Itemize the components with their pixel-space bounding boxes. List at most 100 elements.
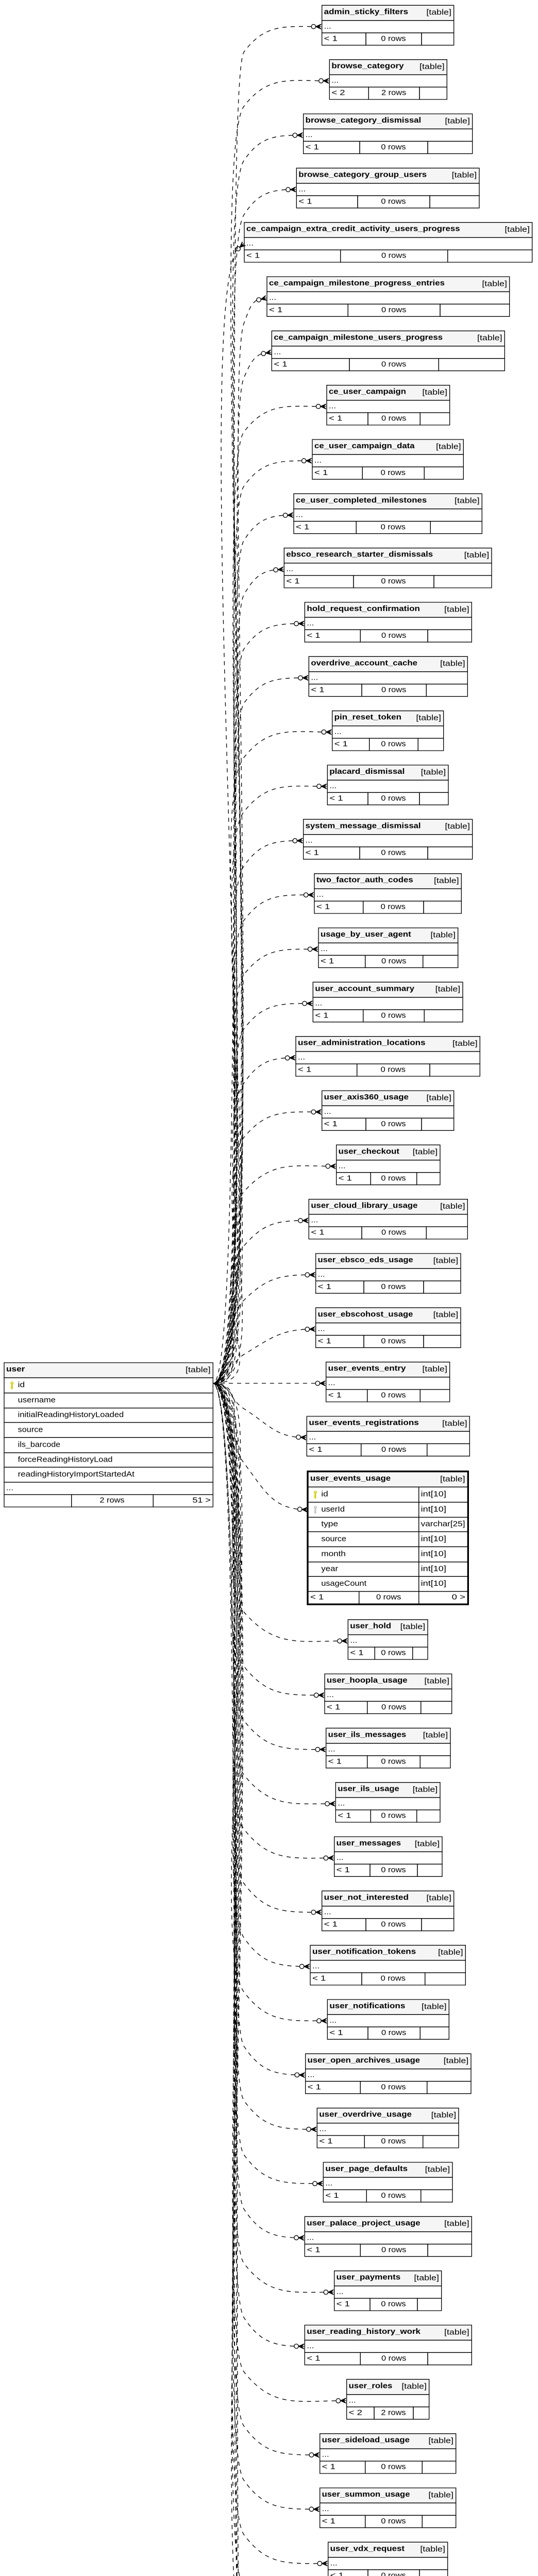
svg-text:< 2: < 2 bbox=[331, 89, 345, 97]
svg-text:[table]: [table] bbox=[428, 2491, 453, 2499]
svg-text:[table]: [table] bbox=[452, 172, 477, 180]
svg-text:[table]: [table] bbox=[444, 2057, 469, 2065]
svg-text:< 1: < 1 bbox=[315, 1011, 328, 1020]
svg-text:0 rows: 0 rows bbox=[381, 1174, 406, 1182]
svg-text:source: source bbox=[18, 1426, 43, 1434]
svg-text:0 rows: 0 rows bbox=[381, 2463, 406, 2471]
svg-text:user_account_summary: user_account_summary bbox=[315, 985, 415, 993]
svg-text:< 1: < 1 bbox=[307, 2354, 320, 2363]
svg-text:[table]: [table] bbox=[426, 1894, 451, 1903]
svg-text:2 rows: 2 rows bbox=[99, 1497, 124, 1505]
svg-text:0 rows: 0 rows bbox=[381, 1120, 406, 1128]
svg-text:[table]: [table] bbox=[421, 768, 446, 776]
svg-text:...: ... bbox=[286, 565, 293, 573]
svg-text:[table]: [table] bbox=[455, 497, 480, 505]
svg-text:< 1: < 1 bbox=[328, 1757, 342, 1766]
svg-text:0 rows: 0 rows bbox=[381, 686, 406, 694]
svg-text:...: ... bbox=[322, 2505, 329, 2513]
svg-text:0 rows: 0 rows bbox=[381, 957, 406, 965]
svg-text:< 1: < 1 bbox=[350, 1649, 363, 1657]
svg-text:0 rows: 0 rows bbox=[381, 2192, 406, 2200]
svg-text:[table]: [table] bbox=[438, 1948, 463, 1957]
svg-text:user_ils_messages: user_ils_messages bbox=[328, 1731, 407, 1739]
svg-text:< 1: < 1 bbox=[314, 469, 328, 477]
svg-text:user_sideload_usage: user_sideload_usage bbox=[322, 2436, 410, 2445]
svg-text:...: ... bbox=[312, 1962, 320, 1971]
svg-text:...: ... bbox=[306, 836, 313, 844]
svg-text:year: year bbox=[321, 1565, 338, 1573]
svg-text:< 1: < 1 bbox=[322, 2463, 335, 2471]
svg-text:[table]: [table] bbox=[400, 1623, 426, 1631]
svg-text:...: ... bbox=[307, 2233, 314, 2242]
svg-text:[table]: [table] bbox=[482, 280, 507, 288]
svg-text:< 1: < 1 bbox=[298, 197, 312, 206]
svg-text:< 1: < 1 bbox=[316, 903, 330, 911]
svg-text:[table]: [table] bbox=[477, 334, 502, 343]
svg-text:[table]: [table] bbox=[422, 1365, 447, 1374]
svg-text:user_page_defaults: user_page_defaults bbox=[325, 2165, 408, 2173]
svg-text:...: ... bbox=[338, 1800, 345, 1808]
svg-text:overdrive_account_cache: overdrive_account_cache bbox=[311, 659, 417, 667]
svg-text:...: ... bbox=[329, 782, 337, 790]
svg-text:user_messages: user_messages bbox=[337, 1839, 401, 1848]
svg-text:...: ... bbox=[328, 1379, 335, 1387]
svg-text:ce_user_campaign: ce_user_campaign bbox=[329, 388, 406, 396]
svg-text:< 1: < 1 bbox=[328, 1392, 342, 1400]
svg-text:user_vdx_request: user_vdx_request bbox=[330, 2545, 405, 2553]
svg-text:user_cloud_library_usage: user_cloud_library_usage bbox=[311, 1202, 417, 1210]
svg-text:< 1: < 1 bbox=[330, 2571, 344, 2576]
svg-text:readingHistoryImportStartedAt: readingHistoryImportStartedAt bbox=[18, 1470, 134, 1479]
svg-text:0 rows: 0 rows bbox=[381, 1337, 406, 1345]
svg-text:< 1: < 1 bbox=[339, 1174, 352, 1182]
svg-text:0 rows: 0 rows bbox=[381, 306, 406, 314]
svg-text:[table]: [table] bbox=[445, 823, 470, 831]
svg-text:...: ... bbox=[337, 1854, 344, 1862]
svg-text:[table]: [table] bbox=[428, 2437, 453, 2445]
svg-text:type: type bbox=[321, 1520, 338, 1529]
svg-text:< 1: < 1 bbox=[337, 1866, 350, 1874]
svg-text:[table]: [table] bbox=[505, 226, 530, 234]
svg-text:< 1: < 1 bbox=[338, 1812, 351, 1820]
svg-text:...: ... bbox=[321, 945, 328, 953]
svg-text:ce_campaign_milestone_progress: ce_campaign_milestone_progress_entries bbox=[269, 279, 445, 287]
svg-text:< 1: < 1 bbox=[298, 1066, 311, 1074]
svg-text:[table]: [table] bbox=[415, 1840, 440, 1848]
svg-text:< 1: < 1 bbox=[306, 143, 319, 151]
svg-text:0 rows: 0 rows bbox=[381, 578, 406, 586]
svg-text:< 1: < 1 bbox=[319, 2138, 332, 2146]
svg-text:< 1: < 1 bbox=[312, 1975, 326, 1983]
svg-text:...: ... bbox=[329, 402, 336, 411]
svg-text:2 rows: 2 rows bbox=[381, 89, 406, 97]
svg-text:0 rows: 0 rows bbox=[381, 2029, 406, 2037]
svg-text:usage_by_user_agent: usage_by_user_agent bbox=[321, 930, 411, 939]
svg-text:< 1: < 1 bbox=[327, 1703, 340, 1711]
svg-text:< 1: < 1 bbox=[324, 1120, 338, 1128]
svg-text:[table]: [table] bbox=[436, 443, 461, 451]
svg-text:< 1: < 1 bbox=[321, 957, 334, 965]
svg-text:0 rows: 0 rows bbox=[381, 2300, 406, 2309]
svg-text:int[10]: int[10] bbox=[421, 1565, 446, 1573]
svg-text:0 rows: 0 rows bbox=[381, 1229, 406, 1237]
svg-text:< 2: < 2 bbox=[349, 2409, 362, 2417]
svg-text:...: ... bbox=[307, 2342, 314, 2350]
svg-text:0 rows: 0 rows bbox=[381, 2517, 406, 2526]
svg-text:...: ... bbox=[296, 511, 303, 519]
svg-text:username: username bbox=[18, 1396, 56, 1404]
svg-text:[table]: [table] bbox=[420, 2546, 445, 2554]
svg-text:user_events_registrations: user_events_registrations bbox=[309, 1419, 419, 1427]
svg-text:user_ebsco_eds_usage: user_ebsco_eds_usage bbox=[318, 1256, 413, 1264]
svg-text:0 rows: 0 rows bbox=[381, 1866, 406, 1874]
svg-text:< 1: < 1 bbox=[308, 2083, 321, 2091]
svg-text:< 1: < 1 bbox=[269, 306, 282, 314]
svg-text:user_ebscohost_usage: user_ebscohost_usage bbox=[318, 1310, 413, 1318]
svg-text:[table]: [table] bbox=[433, 1311, 459, 1319]
svg-text:< 1: < 1 bbox=[318, 1283, 331, 1291]
svg-text:0 rows: 0 rows bbox=[381, 197, 406, 206]
svg-text:...: ... bbox=[246, 240, 254, 248]
svg-text:< 1: < 1 bbox=[286, 578, 299, 586]
svg-text:0 rows: 0 rows bbox=[381, 415, 406, 423]
svg-text:0 rows: 0 rows bbox=[381, 740, 406, 749]
svg-text:hold_request_confirmation: hold_request_confirmation bbox=[307, 605, 420, 613]
svg-text:< 1: < 1 bbox=[307, 2246, 320, 2254]
svg-text:< 1: < 1 bbox=[310, 1594, 324, 1602]
